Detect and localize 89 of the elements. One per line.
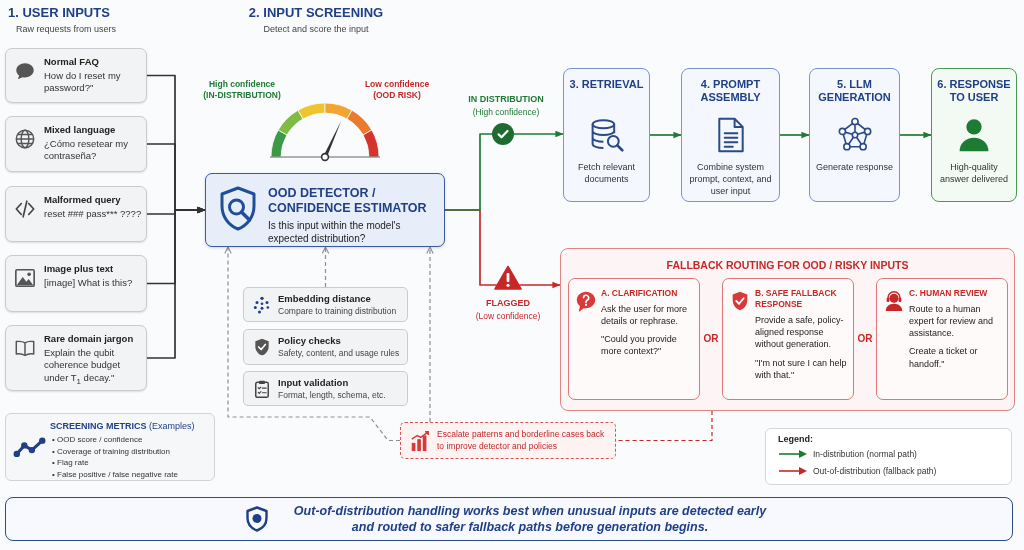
check-text: Format, length, schema, etc. [278, 390, 386, 400]
card-text: ¿Cómo resetear my contraseña? [44, 138, 129, 163]
input-card [5, 116, 147, 172]
check-circle-icon [492, 123, 514, 145]
bullet-item: • OOD score / confidence [51, 434, 143, 446]
panel-title: FALLBACK ROUTING FOR OOD / RISKY INPUTS [666, 259, 909, 271]
input-card [5, 255, 147, 312]
card-title: Malformed query [44, 194, 121, 205]
section-title: 1. USER INPUTS [8, 5, 110, 20]
option-text: Route to a human expert for review and assistance. [909, 303, 995, 340]
step-title: 6. RESPONSE TO USER [936, 78, 1012, 105]
card-text: reset ### pass*** ???? [44, 208, 142, 221]
step-text: Combine system prompt, context, and user input [688, 161, 773, 198]
arrow [146, 74, 206, 214]
check-text: Compare to training distribution [278, 306, 397, 316]
or-label: OR [703, 333, 719, 344]
card-title: Normal FAQ [44, 56, 99, 67]
step-card [563, 68, 650, 202]
status-note: (Low confidence) [475, 311, 541, 321]
arrow [649, 131, 682, 139]
panel-text: Is this input within the model's expected distribution? [268, 218, 402, 245]
input-card [5, 48, 147, 103]
status-note: (High confidence) [472, 107, 540, 117]
step-title: 3. RETRIEVAL [569, 78, 644, 92]
gauge-label: Low confidence (OOD RISK) [363, 79, 431, 102]
step-text: Fetch relevant documents [577, 161, 636, 186]
card-title: Image plus text [44, 263, 114, 274]
bullet-item: • Flag rate [51, 457, 89, 469]
metrics-panel [5, 413, 215, 481]
check-card [243, 287, 408, 322]
check-card [243, 329, 408, 365]
detector-panel [205, 173, 445, 247]
metrics-title: SCREENING METRICS (Examples) [50, 421, 195, 431]
gauge-label: High confidence (IN-DISTRIBUTION) [202, 79, 282, 102]
input-card [5, 325, 147, 391]
step-text: High-quality answer delivered [938, 161, 1009, 186]
example-quote: Create a ticket or handoff." [909, 345, 979, 370]
arrow [513, 130, 564, 138]
check-title: Embedding distance [278, 293, 371, 304]
check-text: Safety, content, and usage rules [278, 348, 400, 358]
connector-line [444, 133, 493, 211]
card-text: How do I reset my password?" [44, 70, 122, 95]
summary-banner [5, 497, 1013, 541]
option-title: A. CLARIFICATION [601, 288, 678, 300]
check-title: Input validation [278, 377, 349, 388]
card-text: [image] What is this? [44, 277, 133, 290]
option-title: C. HUMAN REVIEW [909, 288, 988, 300]
result-card [931, 68, 1017, 202]
bullet-item: • False positive / false negative rate [51, 468, 178, 481]
legend-title: Legend: [778, 434, 813, 444]
warning-icon [494, 265, 522, 290]
legend-text: In-distribution (normal path) [813, 449, 917, 459]
example-quote: "I'm not sure I can help with that." [755, 356, 848, 381]
step-title: 4. PROMPT ASSEMBLY [699, 78, 762, 105]
panel-title: OOD DETECTOR / CONFIDENCE ESTIMATOR [268, 186, 428, 216]
option-card [722, 278, 854, 400]
check-card [243, 371, 408, 406]
step-title: 5. LLM GENERATION [817, 78, 892, 105]
card-text: Explain the qubit coherence budget under T$_{1}$ decay." [44, 347, 122, 387]
feedback-box [400, 422, 616, 459]
section-subtitle: Raw requests from users [16, 24, 117, 34]
bullet-item: • Coverage of training distribution [51, 445, 170, 458]
option-text: Ask the user for more details or rephrase. [601, 303, 689, 328]
card-title: Rare domain jargon [44, 333, 134, 344]
status-label: FLAGGED [486, 298, 530, 308]
note-text: Escalate patterns and borderline cases back to improve detector and policies [437, 429, 606, 453]
option-card [568, 278, 700, 400]
check-title: Policy checks [278, 335, 341, 346]
or-label: OR [857, 333, 873, 344]
arrow [779, 131, 810, 139]
option-card [876, 278, 1008, 400]
option-text: Provide a safe, policy-aligned response without generation. [755, 314, 845, 351]
dashed-arrow [224, 246, 401, 442]
dashed-arrow [426, 246, 434, 423]
arrow [899, 131, 932, 139]
card-title: Mixed language [44, 124, 116, 135]
section-subtitle: Detect and score the input [263, 24, 369, 34]
fallback-panel [560, 248, 1015, 411]
example-quote: "Could you provide more context?" [601, 333, 678, 358]
input-card [5, 186, 147, 242]
step-card [681, 68, 780, 202]
legend-text: Out-of-distribution (fallback path) [813, 466, 937, 476]
status-label: IN DISTRIBUTION [468, 94, 544, 104]
summary-text: Out-of-distribution handling works best when unusual inputs are detected early and routed to safer fallback paths before generation begins. [292, 502, 768, 536]
step-card [809, 68, 900, 202]
step-text: Generate response [815, 161, 894, 174]
section-title: 2. INPUT SCREENING [248, 5, 384, 20]
option-title: B. SAFE FALLBACK RESPONSE [755, 288, 838, 311]
dashed-arrow [321, 246, 330, 288]
